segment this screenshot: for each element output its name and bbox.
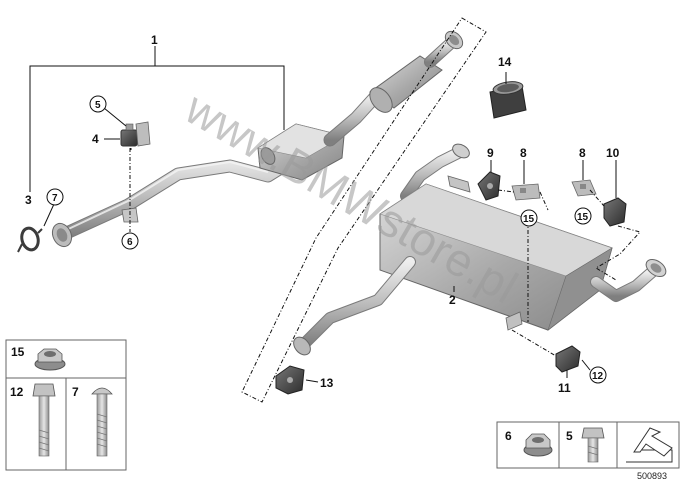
front-pipe-assembly: [51, 30, 464, 248]
callout-5: 5: [95, 100, 101, 111]
callout-7: 7: [52, 193, 58, 204]
hardware-legend-right: 6 5 500893: [496, 421, 680, 481]
callout-13: 13: [320, 376, 334, 390]
rubber-mount-part-13: [275, 365, 305, 395]
callout-15-left: 15: [523, 214, 535, 225]
callout-11: 11: [558, 381, 571, 395]
callout-10: 10: [606, 146, 620, 160]
rubber-mount-part-11: [555, 345, 581, 373]
callout-6: 6: [127, 237, 133, 248]
bracket-part-8-left: [511, 183, 541, 201]
flange-nut-icon: [34, 348, 66, 371]
callouts: 1 2 3 4 5 6 7 14 9 8 8 10 15 15 11 12 13: [25, 33, 620, 395]
tail-trim-part-14: [489, 81, 527, 119]
legend-15: 15: [11, 345, 25, 359]
callout-2: 2: [449, 293, 456, 307]
callout-8-right: 8: [579, 146, 586, 160]
rubber-mount-part-10: [603, 197, 627, 227]
legend-12: 12: [10, 385, 24, 399]
callout-14: 14: [498, 55, 512, 69]
callout-3: 3: [25, 193, 32, 207]
direction-arrow-icon: [626, 427, 673, 463]
legend-7: 7: [72, 385, 79, 399]
rear-silencer-assembly: [293, 143, 667, 356]
callout-12: 12: [592, 371, 604, 382]
legend-5: 5: [566, 429, 573, 443]
reference-number: 500893: [637, 471, 667, 481]
rubber-mount-part-9: [477, 171, 501, 201]
callout-15-right: 15: [577, 212, 589, 223]
callout-4: 4: [92, 132, 99, 146]
callout-9: 9: [487, 146, 494, 160]
hex-bolt-icon: [32, 383, 56, 457]
hardware-legend-left: 15 12 7: [5, 339, 127, 471]
clamp-part-3: [17, 226, 43, 253]
bracket-part-8-right: [571, 179, 597, 197]
short-bolt-icon: [581, 427, 605, 463]
round-head-bolt-icon: [91, 387, 113, 457]
hanger-rubber-part-4: [120, 121, 151, 147]
callout-8-left: 8: [520, 146, 527, 160]
hex-nut-icon: [523, 433, 553, 457]
rear-group-boundary: [241, 17, 487, 403]
legend-6: 6: [505, 429, 512, 443]
leader-lines: [29, 46, 641, 383]
callout-1: 1: [151, 33, 158, 47]
